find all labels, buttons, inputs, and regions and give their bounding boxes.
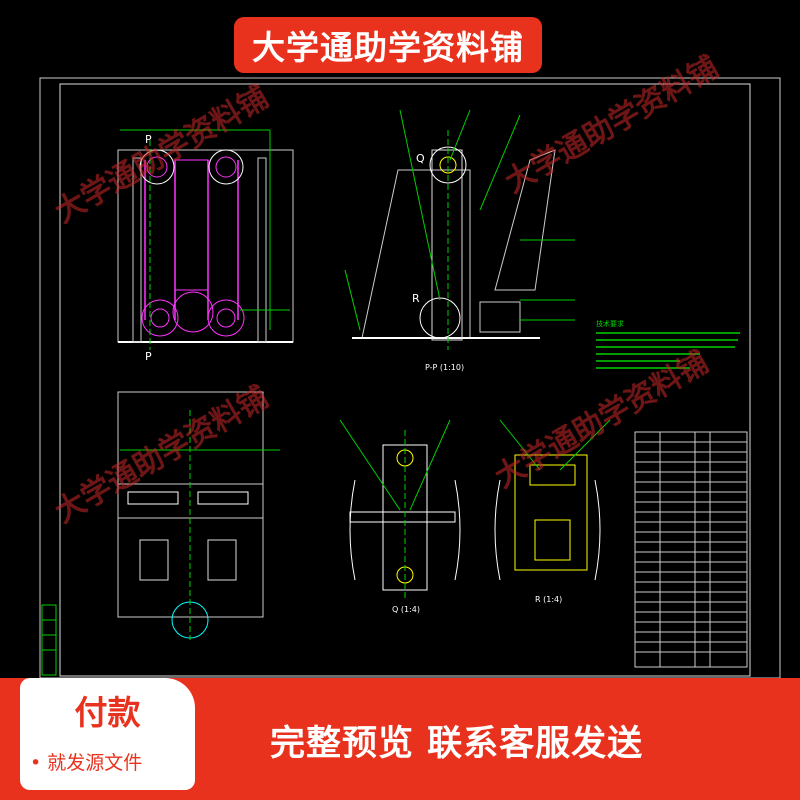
revision-table: [41, 604, 57, 676]
top-view: [117, 391, 280, 640]
payment-subtitle: • 就发源文件: [30, 752, 143, 774]
mark-p-bottom: P: [145, 350, 152, 363]
notes-title: 技术要求: [596, 319, 624, 328]
mark-r: R: [412, 292, 420, 305]
section-label-r: R (1:4): [535, 595, 562, 604]
front-view: [117, 129, 294, 350]
contact-cta[interactable]: 完整预览 联系客服发送: [270, 724, 644, 764]
payment-card[interactable]: 付款 • 就发源文件: [20, 678, 195, 790]
technical-notes: [596, 332, 740, 369]
detail-r: [494, 419, 611, 581]
outer-frame: [39, 77, 781, 679]
mark-p-top: P: [145, 133, 152, 146]
payment-title: 付款: [74, 693, 141, 732]
side-view: [344, 109, 575, 350]
inner-frame: [59, 83, 751, 677]
section-label-top: P-P (1:10): [425, 363, 464, 372]
section-label-q: Q (1:4): [392, 605, 420, 614]
detail-q: [339, 419, 461, 600]
mark-q: Q: [416, 152, 425, 165]
shop-name-banner: 大学通助学资料铺: [234, 17, 542, 73]
bom-table: [634, 431, 748, 668]
